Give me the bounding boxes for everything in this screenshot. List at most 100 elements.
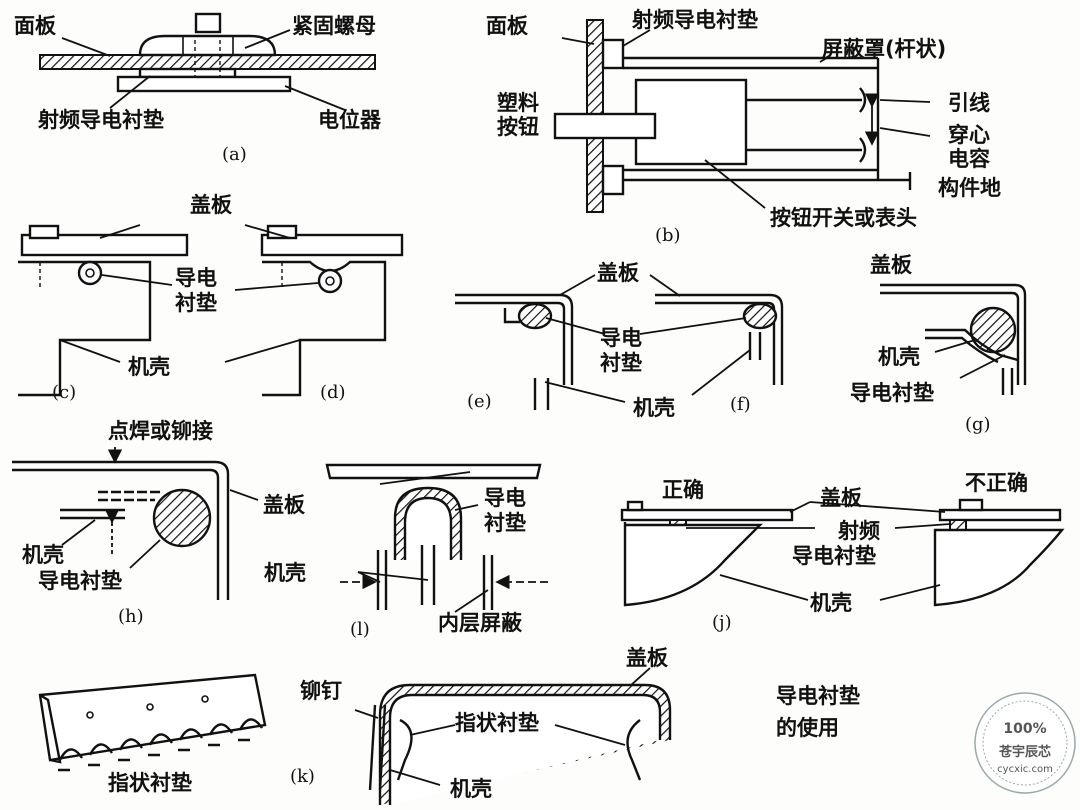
leads bbox=[746, 98, 862, 152]
label-cover: 盖板 bbox=[626, 646, 669, 670]
gasket-e bbox=[517, 302, 553, 330]
label-gasket-2: 衬垫 bbox=[484, 511, 526, 535]
footer-title-line1: 导电衬垫 bbox=[776, 684, 860, 708]
panel-plate bbox=[39, 54, 376, 70]
shield-bottom bbox=[623, 168, 878, 182]
label-finger: 指状衬垫 bbox=[455, 711, 539, 735]
label-gasket-2: 衬垫 bbox=[600, 351, 642, 375]
label-finger-strip: 指状衬垫 bbox=[108, 771, 192, 795]
label-rivet: 铆钉 bbox=[300, 679, 342, 703]
label-incorrect: 不正确 bbox=[965, 471, 1028, 495]
label-gasket-2: 衬垫 bbox=[175, 291, 217, 315]
panel-k: 指状衬垫 铆钉 盖板 指状衬垫 机壳 (k) bbox=[38, 646, 672, 805]
finger-row bbox=[58, 718, 263, 772]
caption-f: (f) bbox=[730, 394, 751, 415]
label-housing: 机壳 bbox=[22, 543, 64, 567]
label-panel: 面板 bbox=[14, 14, 57, 38]
gasket-f bbox=[742, 302, 778, 330]
label-ground: 构件地 bbox=[938, 176, 1001, 200]
label-panel: 面板 bbox=[486, 14, 529, 38]
plastic-button bbox=[553, 112, 657, 140]
label-cover: 盖板 bbox=[870, 253, 913, 277]
caption-e: (e) bbox=[467, 391, 492, 412]
caption-b: (b) bbox=[655, 225, 681, 246]
label-plastic: 塑料 bbox=[497, 91, 539, 115]
finger-right bbox=[626, 719, 642, 781]
watermark-site: cycxic.com bbox=[997, 764, 1053, 775]
cover-h bbox=[12, 460, 230, 600]
panel-cd: 盖板 导电 衬垫 机壳 (c) (d) bbox=[18, 193, 404, 403]
panel-l: 导电 衬垫 机壳 内层屏蔽 (l) bbox=[264, 463, 548, 640]
label-gasket-1: 导电 bbox=[600, 326, 642, 350]
label-feedthrough: 穿心 bbox=[948, 123, 990, 147]
label-housing: 机壳 bbox=[264, 561, 306, 585]
panel-h: 点焊或铆接 盖板 机壳 导电衬垫 (h) bbox=[12, 419, 306, 627]
label-housing: 机壳 bbox=[128, 355, 170, 379]
cover-g bbox=[880, 283, 1027, 385]
label-cover: 盖板 bbox=[820, 486, 863, 510]
caption-c: (c) bbox=[52, 382, 76, 403]
cover-d bbox=[260, 233, 404, 257]
cover-c bbox=[20, 233, 189, 257]
gasket-c bbox=[77, 260, 103, 286]
caption-d: (d) bbox=[320, 382, 346, 403]
housing-k bbox=[368, 704, 387, 791]
caption-g: (g) bbox=[965, 414, 991, 435]
nut bbox=[138, 34, 277, 57]
label-housing: 机壳 bbox=[450, 777, 492, 801]
gasket-top bbox=[601, 38, 625, 70]
caption-a: (a) bbox=[222, 144, 247, 165]
label-shield: 屏蔽罩(杆状) bbox=[822, 37, 946, 61]
inner-shield bbox=[482, 555, 494, 610]
housing-g bbox=[925, 328, 1019, 362]
housing-correct bbox=[623, 522, 763, 607]
label-housing: 机壳 bbox=[810, 591, 852, 615]
cover-l bbox=[325, 463, 542, 480]
gasket-h bbox=[152, 488, 212, 548]
panel-a: 面板 紧固螺母 射频导电衬垫 电位器 (a) bbox=[14, 12, 382, 165]
watermark-percent: 100% bbox=[1003, 721, 1046, 737]
cover-correct bbox=[620, 508, 794, 522]
label-correct: 正确 bbox=[662, 478, 704, 502]
caption-j: (j) bbox=[712, 612, 732, 633]
label-inner-shield: 内层屏蔽 bbox=[438, 611, 523, 635]
shaft bbox=[194, 12, 222, 34]
finger-left bbox=[396, 718, 413, 781]
label-rf: 射频 bbox=[837, 519, 880, 543]
footer-title-line2: 的使用 bbox=[776, 716, 839, 740]
label-cover: 盖板 bbox=[263, 493, 306, 517]
housing-f bbox=[748, 332, 762, 360]
gasket-incorrect bbox=[949, 519, 967, 531]
cover-incorrect bbox=[938, 508, 1062, 522]
caption-h: (h) bbox=[118, 606, 144, 627]
finger-strip bbox=[38, 673, 267, 762]
housing-incorrect bbox=[933, 528, 1065, 607]
shield-top bbox=[623, 56, 878, 70]
caption-l: (l) bbox=[350, 619, 370, 640]
housing-c bbox=[18, 260, 152, 397]
potentiometer bbox=[116, 75, 292, 93]
panel-b: 面板 射频导电衬垫 屏蔽罩(杆状) 塑料 按钮 引线 穿心 电容 构件地 按钮开… bbox=[486, 8, 1001, 246]
label-gasket-1: 导电 bbox=[484, 486, 526, 510]
panel-j: 正确 不正确 盖板 射频 导电衬垫 机壳 (j) bbox=[620, 471, 1065, 633]
label-gasket: 导电衬垫 bbox=[850, 381, 934, 405]
housing-d bbox=[262, 260, 387, 397]
gasket-d bbox=[317, 268, 343, 294]
cover-e bbox=[455, 293, 574, 385]
watermark-brand: 苍宇辰芯 bbox=[998, 744, 1051, 760]
watermark-seal: 100% 苍宇辰芯 cycxic.com bbox=[974, 692, 1076, 794]
label-button: 按钮 bbox=[497, 115, 539, 139]
housing-h bbox=[60, 508, 125, 520]
panel-g: 盖板 机壳 导电衬垫 (g) bbox=[850, 253, 1027, 435]
label-capacitor: 电容 bbox=[948, 147, 990, 171]
label-weld: 点焊或铆接 bbox=[108, 419, 213, 443]
housing-l bbox=[376, 550, 388, 610]
label-cover: 盖板 bbox=[190, 193, 233, 217]
label-nut: 紧固螺母 bbox=[292, 14, 376, 38]
cover-f bbox=[655, 293, 784, 385]
label-housing: 机壳 bbox=[633, 396, 675, 420]
label-gasket-1: 导电 bbox=[175, 266, 217, 290]
label-cover: 盖板 bbox=[597, 261, 640, 285]
